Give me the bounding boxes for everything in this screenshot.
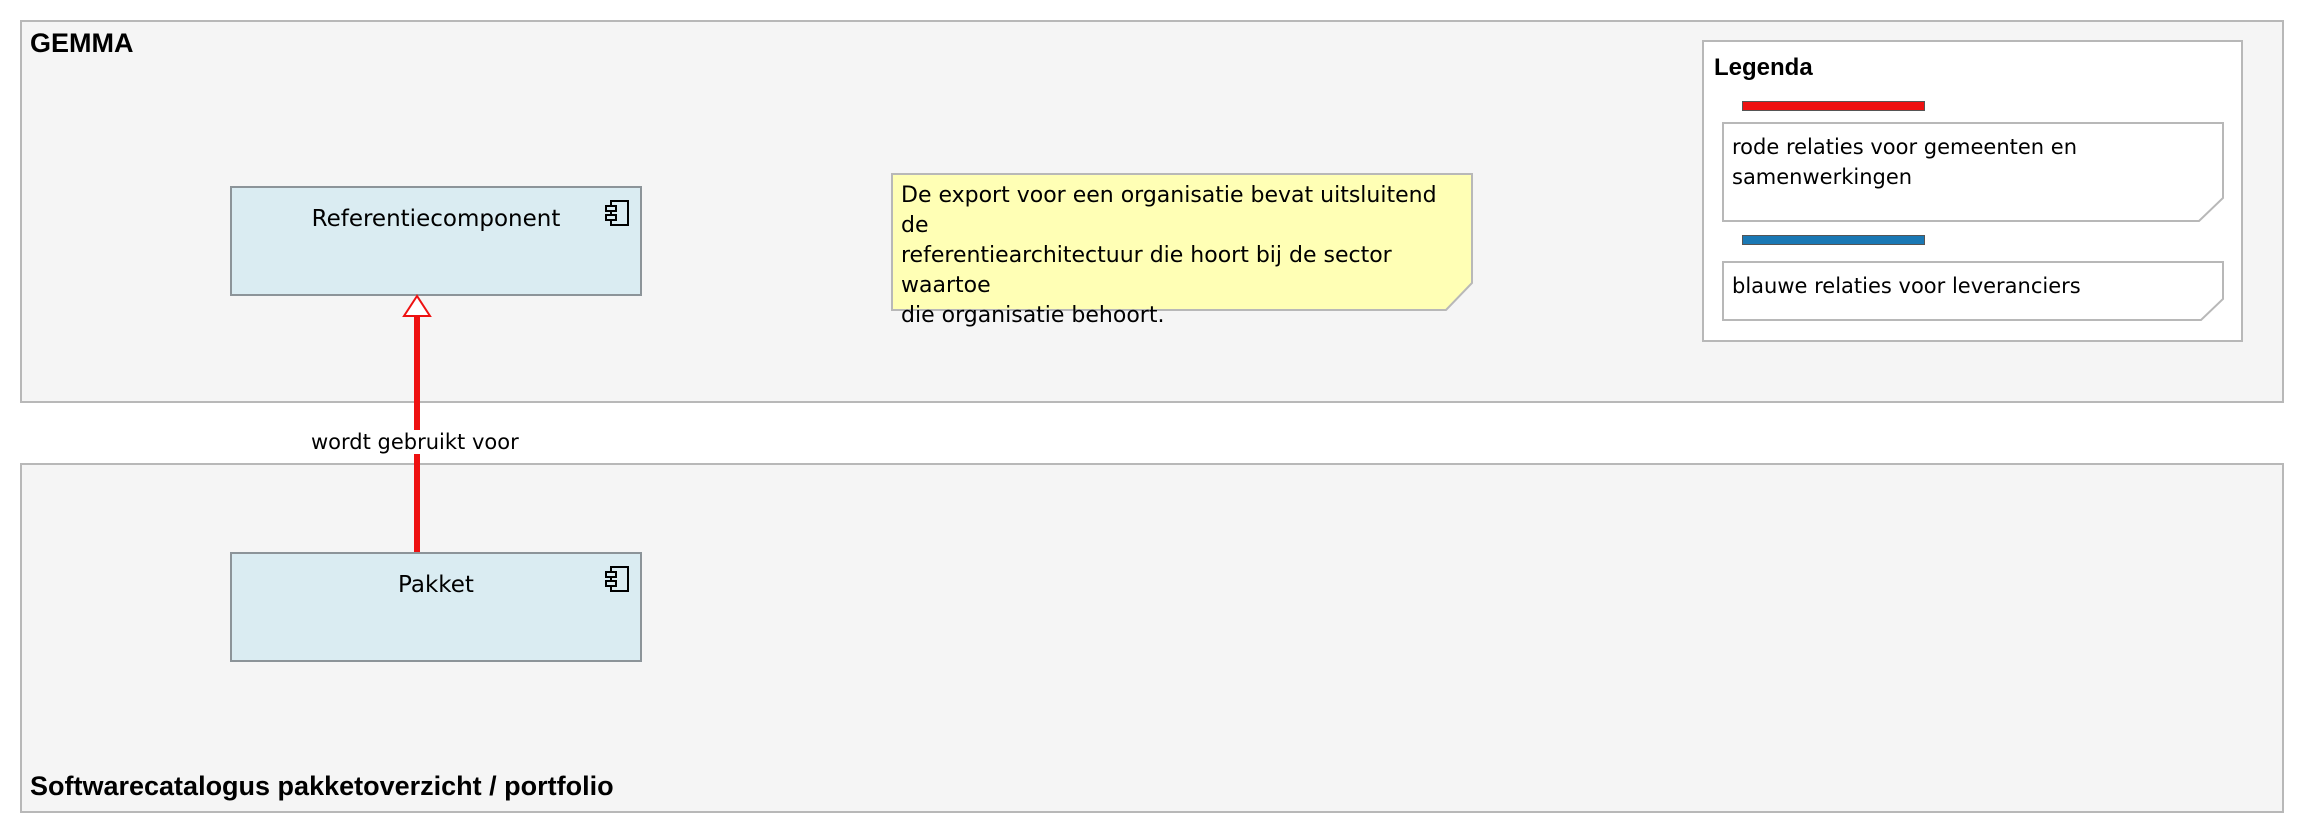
note-line: referentiearchitectuur die hoort bij de … [901,243,1392,298]
application-component-icon [605,566,629,592]
group-softwarecatalogus-title: Softwarecatalogus pakketoverzicht / port… [30,771,614,801]
component-pakket-label: Pakket [398,572,474,598]
relation-label: wordt gebruikt voor [309,430,521,454]
legend-line-text: blauwe relaties voor leveranciers [1732,274,2081,298]
note-line: die organisatie behoort. [901,303,1165,328]
application-component-icon [605,200,629,226]
legend-line-text: samenwerkingen [1732,165,1913,189]
legend-title: Legenda [1714,54,1813,81]
legend-item-red[interactable]: rode relaties voor gemeenten en samenwer… [1722,122,2224,222]
legend-item-blue-text: blauwe relaties voor leveranciers [1732,271,2212,301]
legend-blue-line [1742,235,1925,245]
component-pakket[interactable]: Pakket [230,552,642,662]
note[interactable]: De export voor een organisatie bevat uit… [891,173,1473,328]
legend[interactable]: Legenda rode relaties voor gemeenten en … [1702,40,2243,342]
legend-red-line [1742,101,1925,111]
legend-note-shape [1722,261,2224,321]
legend-item-red-text: rode relaties voor gemeenten en samenwer… [1732,132,2212,192]
legend-note-shape [1722,122,2224,222]
triangle-arrowhead-icon [402,294,432,317]
note-text: De export voor een organisatie bevat uit… [901,181,1463,331]
legend-item-blue[interactable]: blauwe relaties voor leveranciers [1722,261,2224,321]
component-referentiecomponent[interactable]: Referentiecomponent [230,186,642,296]
group-gemma-title: GEMMA [30,28,134,58]
note-line: De export voor een organisatie bevat uit… [901,183,1437,238]
note-shape [891,173,1473,311]
legend-line-text: rode relaties voor gemeenten en [1732,135,2078,159]
component-referentiecomponent-label: Referentiecomponent [311,206,561,232]
